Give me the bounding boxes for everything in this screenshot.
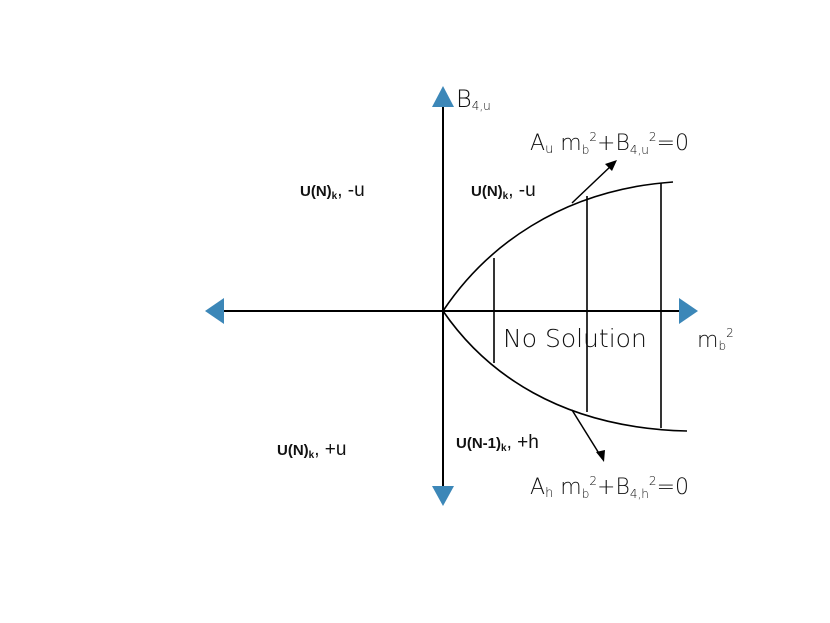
upper-equation-pointer-head [605, 160, 617, 171]
upper-boundary-equation: Au mb2+B4,u2=0 [530, 130, 689, 157]
quadrant-label-upper-right: U(N)k, -u [471, 180, 536, 202]
upper-equation-pointer [571, 164, 613, 204]
no-solution-label: No Solution [503, 324, 647, 353]
quadrant-label-lower-left: U(N)k, +u [277, 439, 346, 461]
x-axis-left-arrowhead [205, 298, 224, 324]
y-axis-top-arrowhead [432, 86, 454, 107]
y-axis-bottom-arrowhead [432, 486, 454, 506]
x-axis-label: mb2 [697, 326, 734, 353]
lower-boundary-curve [442, 310, 688, 432]
quadrant-label-upper-left: U(N)k, -u [300, 180, 365, 202]
upper-boundary-curve [442, 181, 674, 312]
y-axis-label: B4,u [456, 85, 491, 113]
lower-boundary-equation: Ah mb2+B4,h2=0 [530, 474, 689, 501]
lower-equation-pointer [571, 409, 601, 456]
x-axis-right-arrowhead [679, 298, 698, 324]
quadrant-label-lower-right: U(N-1)k, +h [456, 432, 539, 454]
lower-equation-pointer-head [596, 450, 605, 462]
